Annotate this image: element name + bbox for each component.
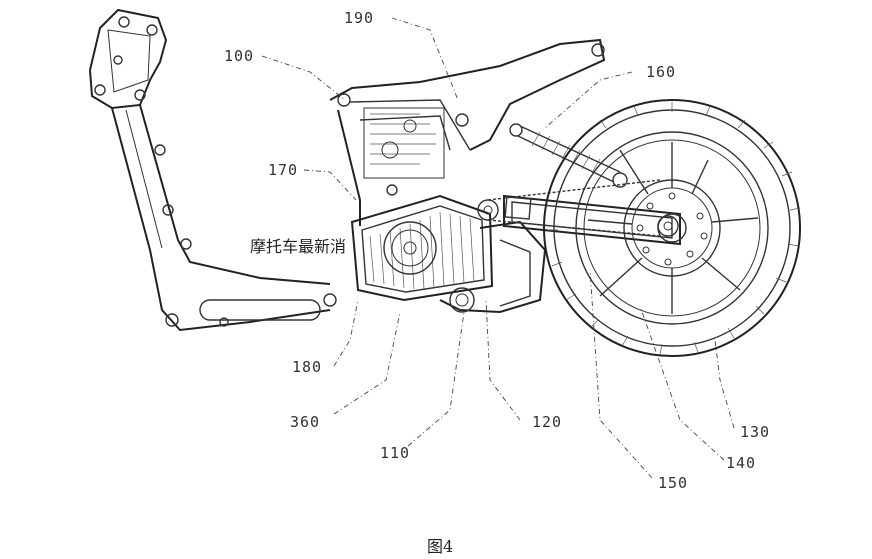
label-130: 130 — [740, 423, 770, 441]
watermark-text: 摩托车最新消 — [250, 237, 346, 256]
front-frame — [88, 8, 337, 332]
label-110: 110 — [380, 444, 410, 462]
main-frame — [329, 38, 606, 226]
rear-wheel — [543, 99, 801, 357]
figure-caption: 图4 — [427, 537, 453, 556]
leader-lines — [261, 17, 735, 479]
label-160: 160 — [646, 63, 676, 81]
label-170: 170 — [268, 161, 298, 179]
rear-shock — [509, 123, 628, 188]
radiator-block — [350, 194, 499, 302]
swingarm — [503, 194, 681, 246]
label-100: 100 — [224, 47, 254, 65]
label-140: 140 — [726, 454, 756, 472]
label-180: 180 — [292, 358, 322, 376]
label-120: 120 — [532, 413, 562, 431]
label-360: 360 — [290, 413, 320, 431]
label-190: 190 — [344, 9, 374, 27]
label-150: 150 — [658, 474, 688, 492]
